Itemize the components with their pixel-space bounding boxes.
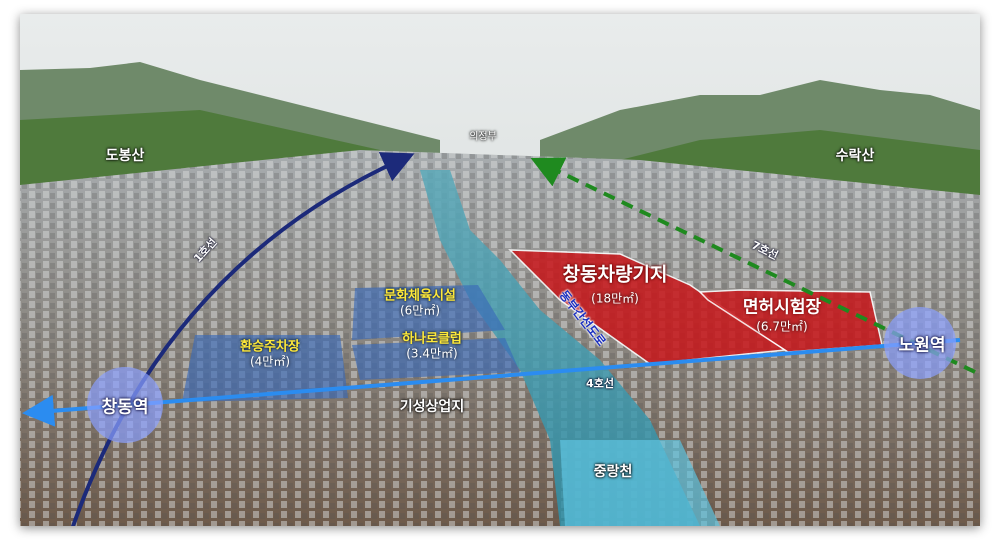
station-circle-nowon — [884, 307, 956, 379]
line1-route — [71, 152, 415, 526]
site-parking — [182, 335, 348, 402]
label-uijeongbu: 의정부 — [469, 131, 497, 143]
label-nowon-station: 노원역 — [898, 335, 946, 356]
site-hanaro — [352, 338, 520, 380]
label-dobongsan: 도봉산 — [105, 148, 145, 164]
label-parking: 환승주차장 — [240, 339, 300, 355]
scene — [20, 14, 980, 526]
area-license: (6.7만㎡) — [756, 319, 808, 334]
jungnang-stream — [420, 170, 700, 526]
area-culture: (6만㎡) — [399, 303, 441, 318]
aerial-photo: 도봉산 수락산 의정부 1호선 7호선 4호선 문화체육시설 (6만㎡) 하나로… — [20, 14, 980, 526]
line4-route — [22, 338, 961, 427]
area-depot: (18만㎡) — [591, 291, 639, 306]
station-circle-changdong — [87, 367, 163, 443]
label-changdong-station: 창동역 — [101, 397, 149, 418]
area-hanaro: (3.4만㎡) — [406, 346, 458, 361]
label-line1: 1호선 — [191, 235, 220, 266]
label-line4: 4호선 — [586, 377, 614, 390]
label-suraksan: 수락산 — [835, 148, 875, 164]
label-commercial: 기성상업지 — [399, 399, 465, 415]
site-culture — [352, 285, 505, 340]
label-line7: 7호선 — [749, 238, 781, 263]
label-depot: 창동차량기지 — [562, 263, 668, 286]
label-hanaro: 하나로클럽 — [402, 331, 462, 347]
area-parking: (4만㎡) — [249, 354, 291, 369]
label-stream: 중랑천 — [593, 464, 633, 480]
label-culture: 문화체육시설 — [384, 288, 456, 304]
label-license: 면허시험장 — [742, 297, 822, 318]
